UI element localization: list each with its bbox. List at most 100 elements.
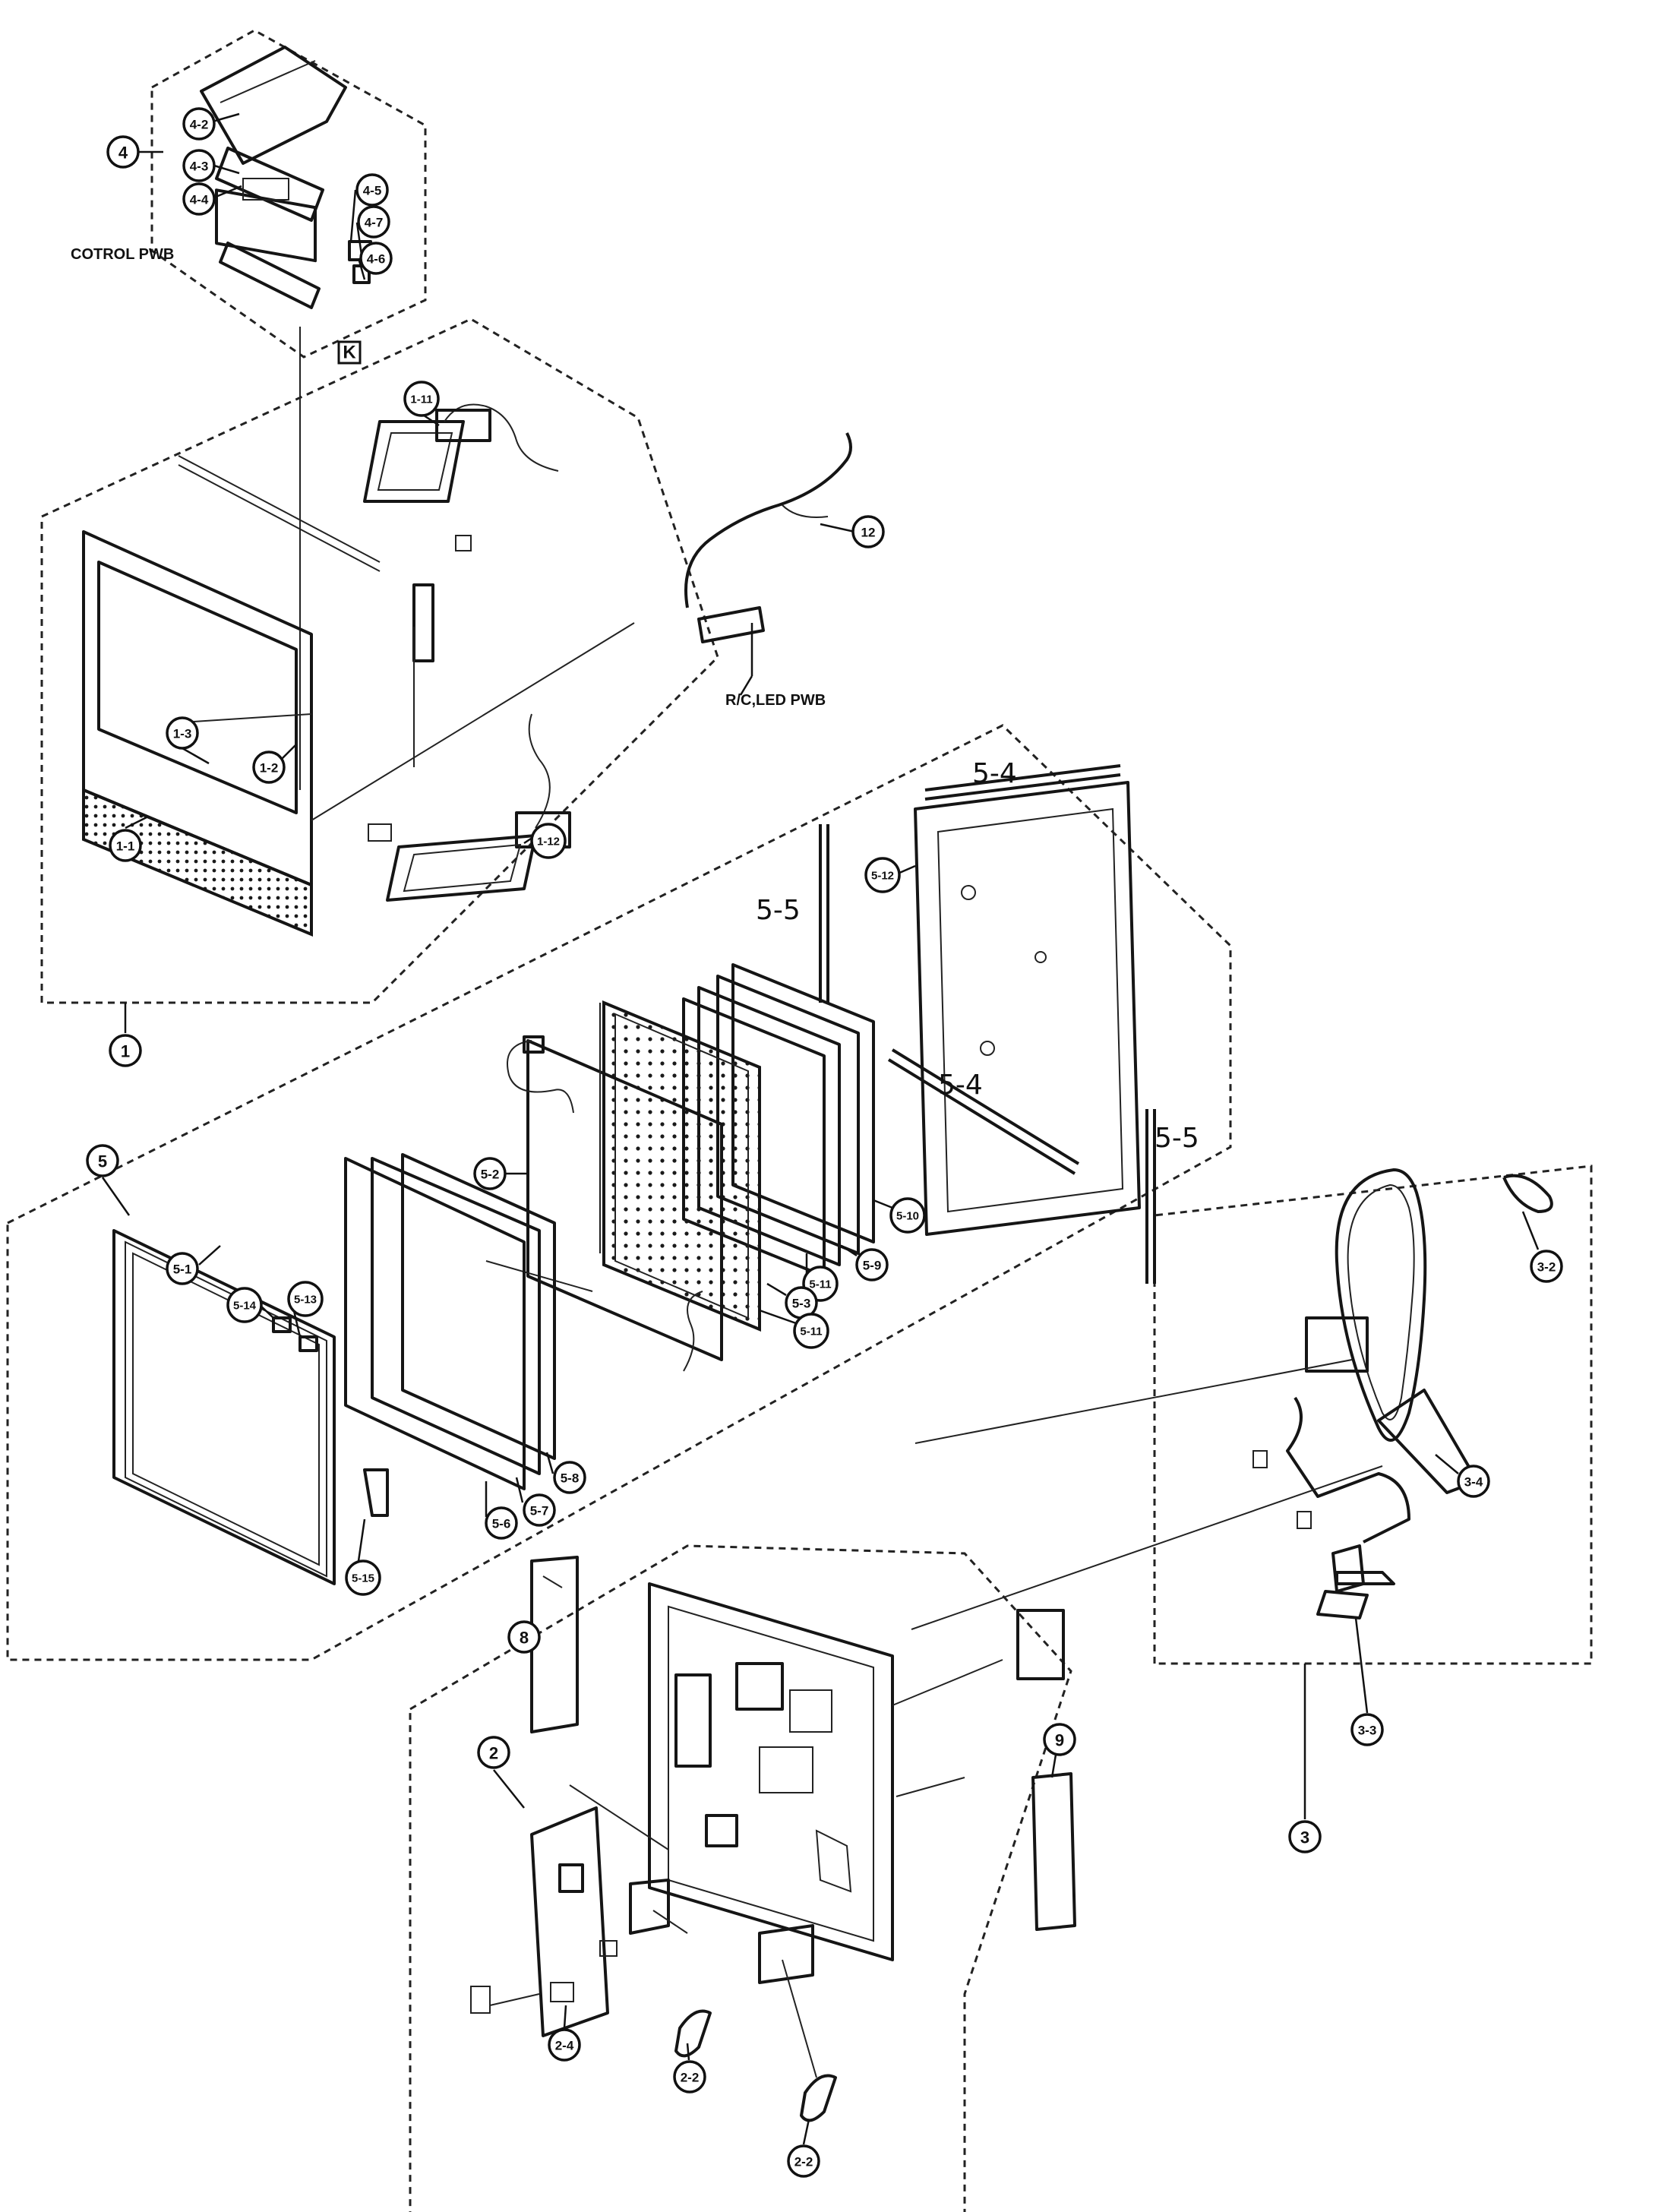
callout-label: 1-3 bbox=[173, 727, 192, 741]
callout-label: 3-2 bbox=[1537, 1260, 1556, 1275]
callout-label: 1-1 bbox=[116, 839, 135, 854]
callout-circle bbox=[477, 1736, 510, 1769]
callout-label: 5-8 bbox=[561, 1471, 580, 1486]
callout-label: 3-3 bbox=[1358, 1724, 1377, 1738]
callout-circle bbox=[182, 149, 216, 182]
callout-circle bbox=[530, 823, 567, 859]
callout-circle bbox=[109, 1034, 142, 1067]
callout-1-1: 1-1 bbox=[109, 829, 142, 862]
callout-circle bbox=[403, 381, 440, 417]
callout-label: 1-12 bbox=[537, 836, 560, 848]
callout-label: 4 bbox=[118, 144, 128, 163]
callout-4: 4 bbox=[106, 135, 140, 169]
callout-label: 4-3 bbox=[190, 160, 209, 174]
handwritten-5-5-left: 5-5 bbox=[756, 895, 801, 926]
leader-lines bbox=[101, 112, 1540, 2145]
callout-circle bbox=[793, 1313, 829, 1349]
callout-circle bbox=[1288, 1820, 1322, 1853]
callout-label: 5-14 bbox=[233, 1300, 257, 1313]
group-3-boundary bbox=[1153, 1164, 1593, 1665]
callout-2-2: 2-2 bbox=[787, 2144, 820, 2178]
callout-label: 5-12 bbox=[871, 870, 894, 883]
callout-3: 3 bbox=[1288, 1820, 1322, 1853]
callout-5-2: 5-2 bbox=[473, 1157, 507, 1190]
callout-circle bbox=[355, 173, 389, 207]
callout-label: 12 bbox=[861, 526, 876, 540]
callout-circle bbox=[345, 1559, 381, 1596]
callout-3-3: 3-3 bbox=[1350, 1713, 1384, 1746]
callout-label: 9 bbox=[1055, 1731, 1064, 1750]
callout-label: 4-5 bbox=[363, 184, 382, 198]
callout-label: 5-2 bbox=[481, 1168, 500, 1182]
callout-label: 5-13 bbox=[294, 1294, 317, 1307]
callout-circle bbox=[166, 1252, 199, 1285]
callout-circle bbox=[787, 2144, 820, 2178]
callout-4-3: 4-3 bbox=[182, 149, 216, 182]
rc-led-pwb-cable bbox=[684, 432, 852, 696]
callout-5-15: 5-15 bbox=[345, 1559, 381, 1596]
control-pwb-assembly bbox=[200, 46, 372, 790]
callout-5-12: 5-12 bbox=[864, 857, 901, 893]
callout-label: 4-2 bbox=[190, 118, 209, 132]
callout-1: 1 bbox=[109, 1034, 142, 1067]
callout-12: 12 bbox=[851, 515, 885, 548]
callout-circle bbox=[182, 107, 216, 141]
callout-circle bbox=[889, 1197, 926, 1234]
callout-label: 1-11 bbox=[410, 393, 432, 406]
callout-circle bbox=[673, 2060, 706, 2094]
callout-label: 4-6 bbox=[367, 252, 386, 267]
callout-5-6: 5-6 bbox=[485, 1506, 518, 1540]
callout-circle bbox=[1043, 1723, 1076, 1756]
group-2-boundary bbox=[409, 1544, 1072, 2212]
callout-circle bbox=[287, 1281, 324, 1317]
callout-label: 2-2 bbox=[794, 2155, 813, 2169]
callout-circle bbox=[864, 857, 901, 893]
callout-label: 4-7 bbox=[365, 216, 384, 230]
callout-4-6: 4-6 bbox=[359, 242, 393, 275]
handwritten-5-4-top: 5-4 bbox=[972, 758, 1017, 789]
callout-circle bbox=[166, 716, 199, 750]
rc-led-pwb-label: R/C,LED PWB bbox=[725, 692, 826, 709]
callout-label: 5 bbox=[98, 1152, 107, 1171]
callout-circle bbox=[553, 1461, 586, 1494]
callout-1-2: 1-2 bbox=[252, 750, 286, 784]
callout-circle bbox=[1457, 1465, 1490, 1498]
callout-label: 5-6 bbox=[492, 1517, 511, 1531]
callout-5-10: 5-10 bbox=[889, 1197, 926, 1234]
callout-circle bbox=[86, 1144, 119, 1177]
callout-5-8: 5-8 bbox=[553, 1461, 586, 1494]
group-boundaries bbox=[6, 29, 1593, 2212]
callout-label: 2 bbox=[489, 1744, 498, 1763]
callout-label: 2-4 bbox=[555, 2039, 574, 2053]
callout-3-2: 3-2 bbox=[1530, 1250, 1563, 1283]
callout-5: 5 bbox=[86, 1144, 119, 1177]
callout-circle bbox=[507, 1620, 541, 1654]
callout-circle bbox=[359, 242, 393, 275]
callout-2-4: 2-4 bbox=[548, 2028, 581, 2062]
callout-4-5: 4-5 bbox=[355, 173, 389, 207]
lcd-panel-assembly bbox=[112, 764, 1156, 1585]
handwritten-5-5-right: 5-5 bbox=[1155, 1123, 1199, 1154]
callout-circle bbox=[106, 135, 140, 169]
callout-circle bbox=[851, 515, 885, 548]
callout-8: 8 bbox=[507, 1620, 541, 1654]
callout-5-7: 5-7 bbox=[523, 1493, 556, 1527]
callout-label: 5-15 bbox=[352, 1572, 374, 1585]
callout-circle bbox=[226, 1287, 263, 1323]
callout-label: 5-9 bbox=[863, 1259, 882, 1273]
callout-1-11: 1-11 bbox=[403, 381, 440, 417]
callout-label: 3 bbox=[1300, 1828, 1309, 1847]
callout-label: 5-10 bbox=[896, 1210, 919, 1223]
callout-circle bbox=[548, 2028, 581, 2062]
control-pwb-label: COTROL PWB bbox=[71, 246, 174, 263]
marker-k-text: K bbox=[343, 343, 356, 363]
callout-4-7: 4-7 bbox=[357, 205, 390, 239]
callout-4-2: 4-2 bbox=[182, 107, 216, 141]
callout-label: 5-1 bbox=[173, 1262, 192, 1277]
marker-k: K bbox=[337, 340, 362, 365]
rear-cabinet-assembly bbox=[470, 1556, 1076, 2122]
callout-5-13: 5-13 bbox=[287, 1281, 324, 1317]
callout-circle bbox=[523, 1493, 556, 1527]
